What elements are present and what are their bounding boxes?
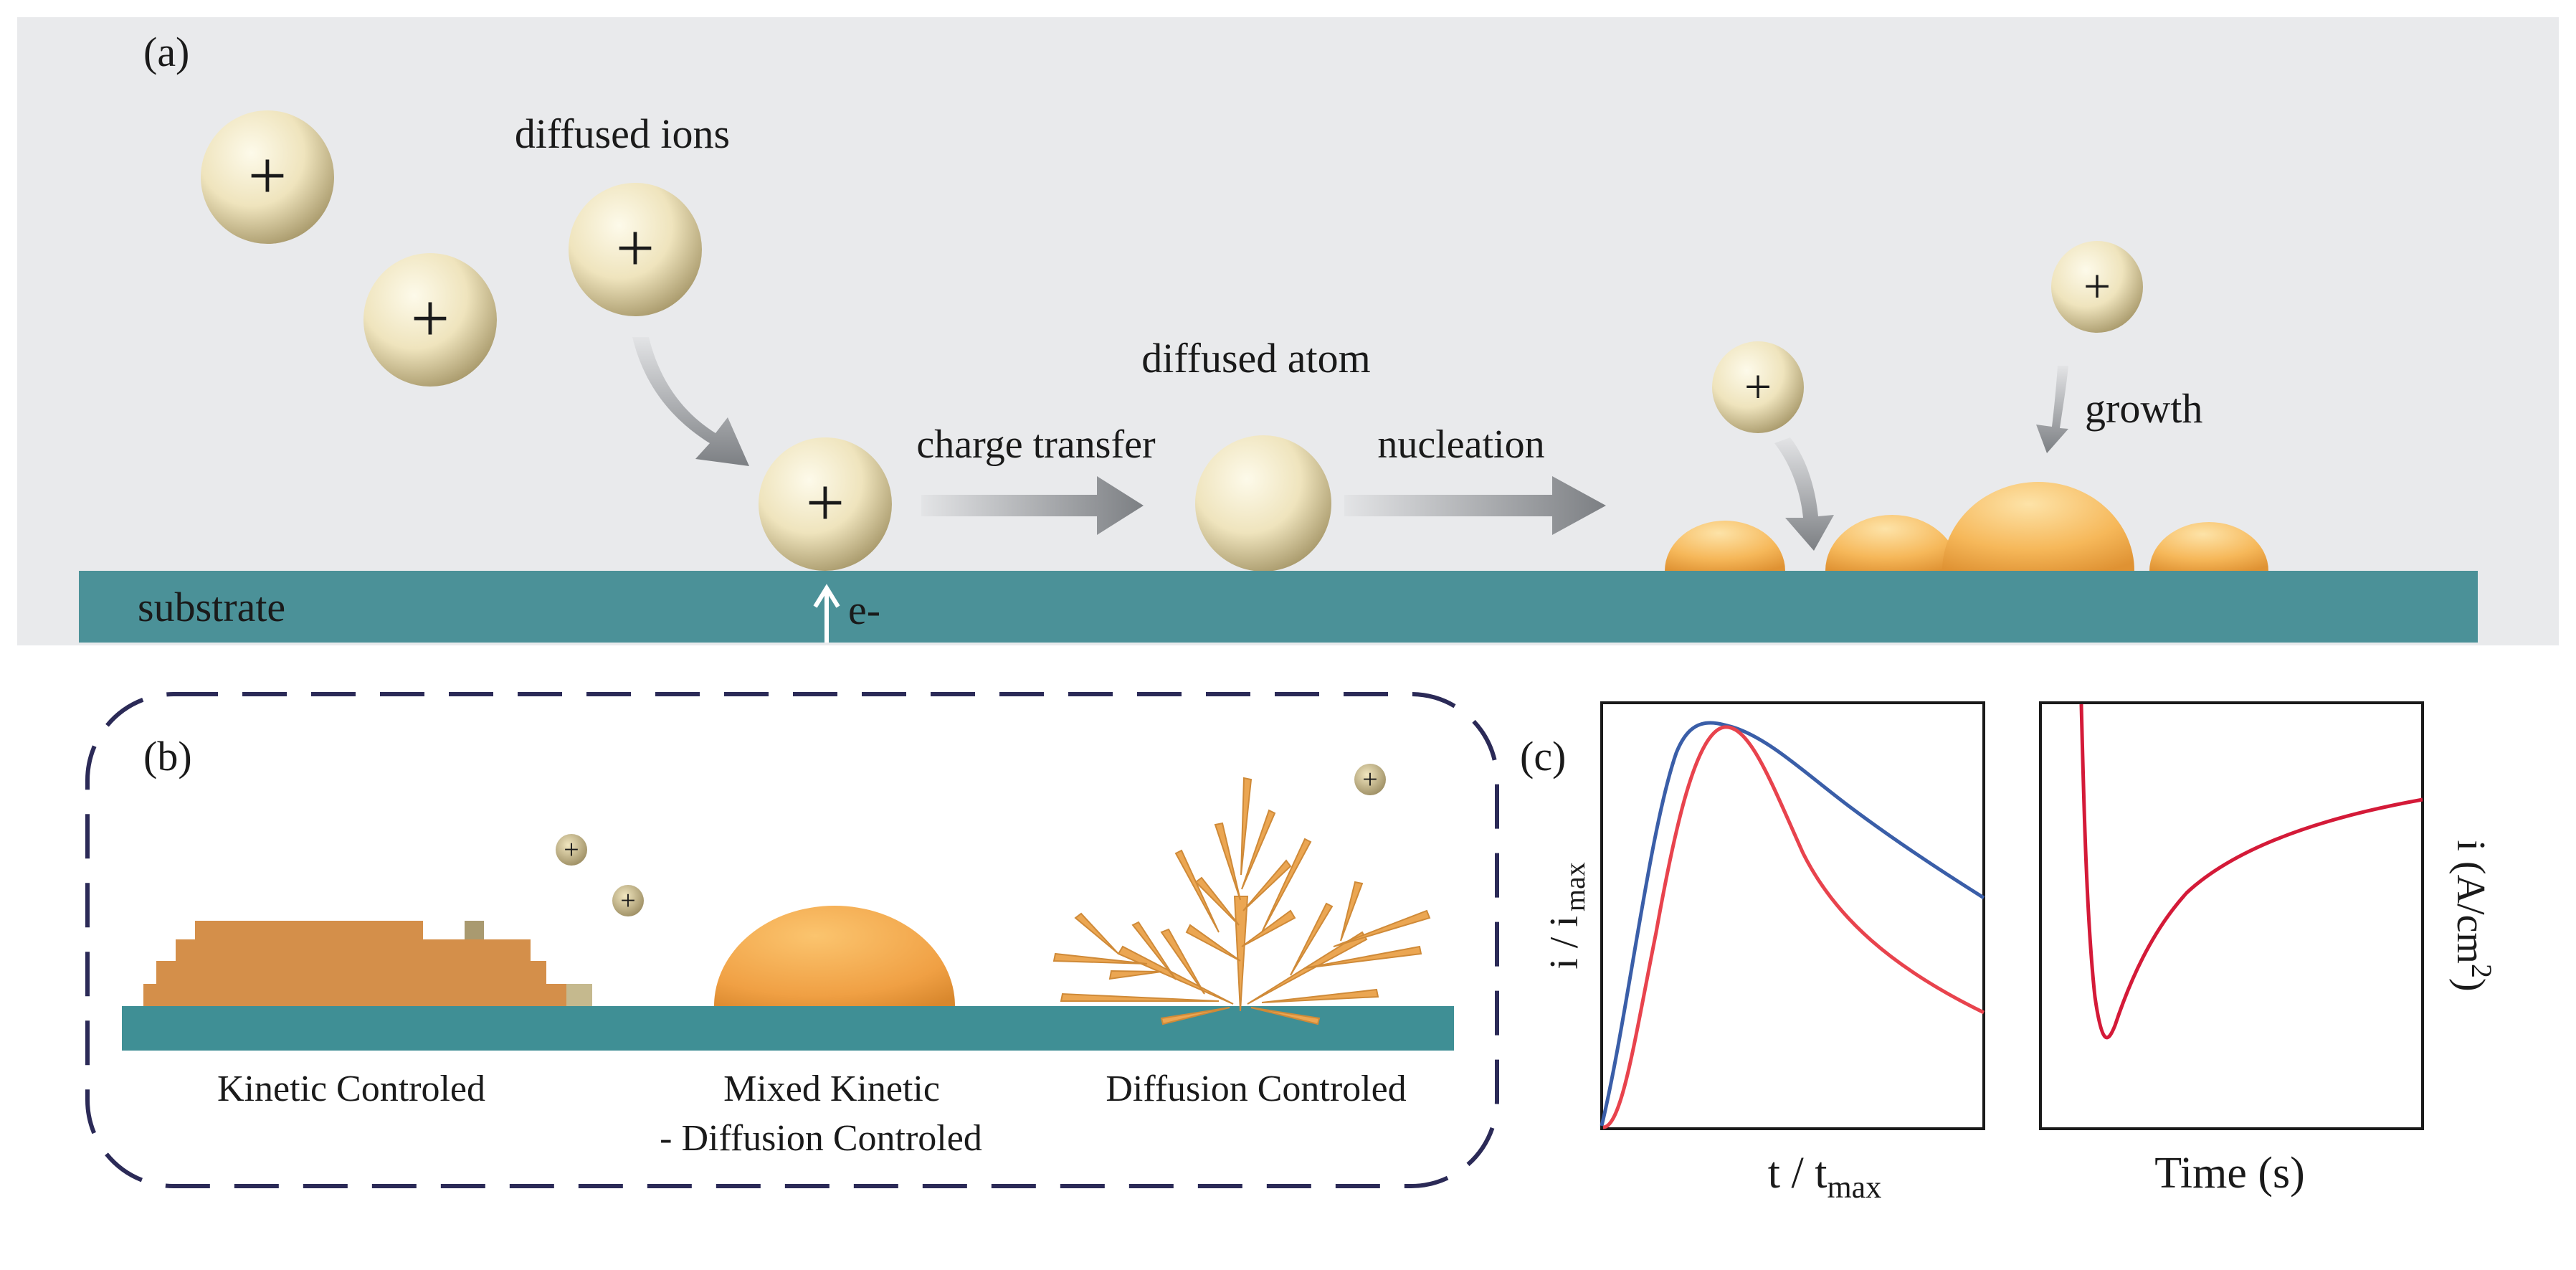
right-plot-ylabel-sup: 2	[2466, 964, 2498, 978]
panel-b-letter: (b)	[143, 733, 192, 779]
substrate	[79, 571, 2478, 643]
right-plot-ylabel: i (A/cm2)	[2448, 840, 2498, 991]
nucleus	[1825, 515, 1959, 571]
nucleus	[1665, 521, 1785, 571]
label-substrate: substrate	[138, 584, 285, 630]
left-plot-ylabel-sub: max	[1559, 862, 1591, 911]
ion-plus-icon: +	[248, 137, 287, 214]
arrow-icon	[2036, 366, 2068, 453]
small-ion: +	[1354, 764, 1386, 795]
arrow-icon	[1774, 437, 1834, 551]
label-diffused-ions: diffused ions	[515, 110, 730, 157]
arrow-icon	[632, 337, 749, 466]
label-diffusion-controlled: Diffusion Controled	[1106, 1068, 1406, 1109]
right-plot-xlabel: Time (s)	[2154, 1149, 2305, 1198]
right-plot: Time (s) i (A/cm2)	[2039, 701, 2498, 1198]
curve-red-transient	[2079, 703, 2423, 1040]
right-plot-frame	[2039, 701, 2424, 1130]
curve-red	[1602, 725, 1985, 1129]
label-nucleation: nucleation	[1377, 422, 1544, 467]
kinetic-adatom	[566, 984, 592, 1006]
diffused-atom	[1195, 435, 1331, 572]
left-plot-xlabel-main: t / t	[1768, 1149, 1828, 1198]
panel-c: (c) i / imax t / tmax Time (s) i (A/cm2)	[1520, 701, 2498, 1205]
label-electron: e-	[848, 587, 880, 633]
left-plot-xlabel-sub: max	[1827, 1170, 1881, 1205]
growth-ion-right: +	[2051, 241, 2143, 333]
right-plot-ylabel-main: i (A/cm	[2448, 840, 2493, 964]
panel-a-letter: (a)	[143, 29, 189, 75]
ion-plus-icon: +	[806, 464, 845, 541]
panel-a: (a) + + + diffused ions + charge transfe…	[17, 17, 2559, 645]
nucleus	[1942, 482, 2134, 571]
ion-plus-icon: +	[616, 209, 655, 286]
panel-c-letter: (c)	[1520, 733, 1566, 779]
label-growth: growth	[2085, 385, 2202, 432]
ion-plus-icon: +	[1362, 764, 1377, 795]
kinetic-deposit	[143, 921, 566, 1006]
label-kinetic-controlled: Kinetic Controled	[217, 1068, 485, 1109]
left-plot-xlabel: t / tmax	[1768, 1149, 1881, 1205]
diffused-ion-2: +	[363, 253, 497, 387]
nucleus	[2149, 522, 2268, 571]
left-plot-ylabel-main: i / i	[1542, 916, 1587, 970]
panel-b-dashed-border	[85, 692, 1499, 1188]
growth-ion-left: +	[1712, 341, 1804, 433]
label-charge-transfer: charge transfer	[916, 422, 1156, 467]
mixed-dome	[714, 906, 955, 1006]
diffused-ion-3: +	[569, 183, 702, 316]
arrow-icon	[1344, 476, 1606, 535]
ion-plus-icon: +	[1744, 359, 1772, 414]
small-ion: +	[556, 834, 587, 866]
ion-plus-icon: +	[620, 886, 635, 916]
ion-plus-icon: +	[2083, 259, 2111, 313]
kinetic-adatom	[465, 921, 484, 939]
ion-plus-icon: +	[564, 835, 579, 865]
label-mixed-line2: - Diffusion Controled	[660, 1118, 982, 1159]
left-plot-frame	[1600, 701, 1985, 1130]
panel-b-substrate	[122, 1006, 1454, 1051]
label-diffused-atom: diffused atom	[1141, 335, 1370, 382]
arrow-icon	[921, 476, 1144, 535]
label-mixed-line1: Mixed Kinetic	[723, 1068, 940, 1109]
surface-ion: +	[759, 437, 892, 571]
left-plot-ylabel: i / i max	[1542, 862, 1591, 970]
dendrite-icon	[1052, 777, 1431, 1025]
left-plot: i / imax t / tmax	[1542, 701, 1985, 1205]
panel-b: (b) + + +	[85, 692, 1499, 1188]
right-plot-ylabel-end: )	[2448, 978, 2493, 992]
diffused-ion-1: +	[201, 110, 334, 244]
small-ion: +	[612, 885, 644, 916]
ion-plus-icon: +	[411, 280, 450, 356]
electron-arrow-icon	[813, 584, 840, 643]
